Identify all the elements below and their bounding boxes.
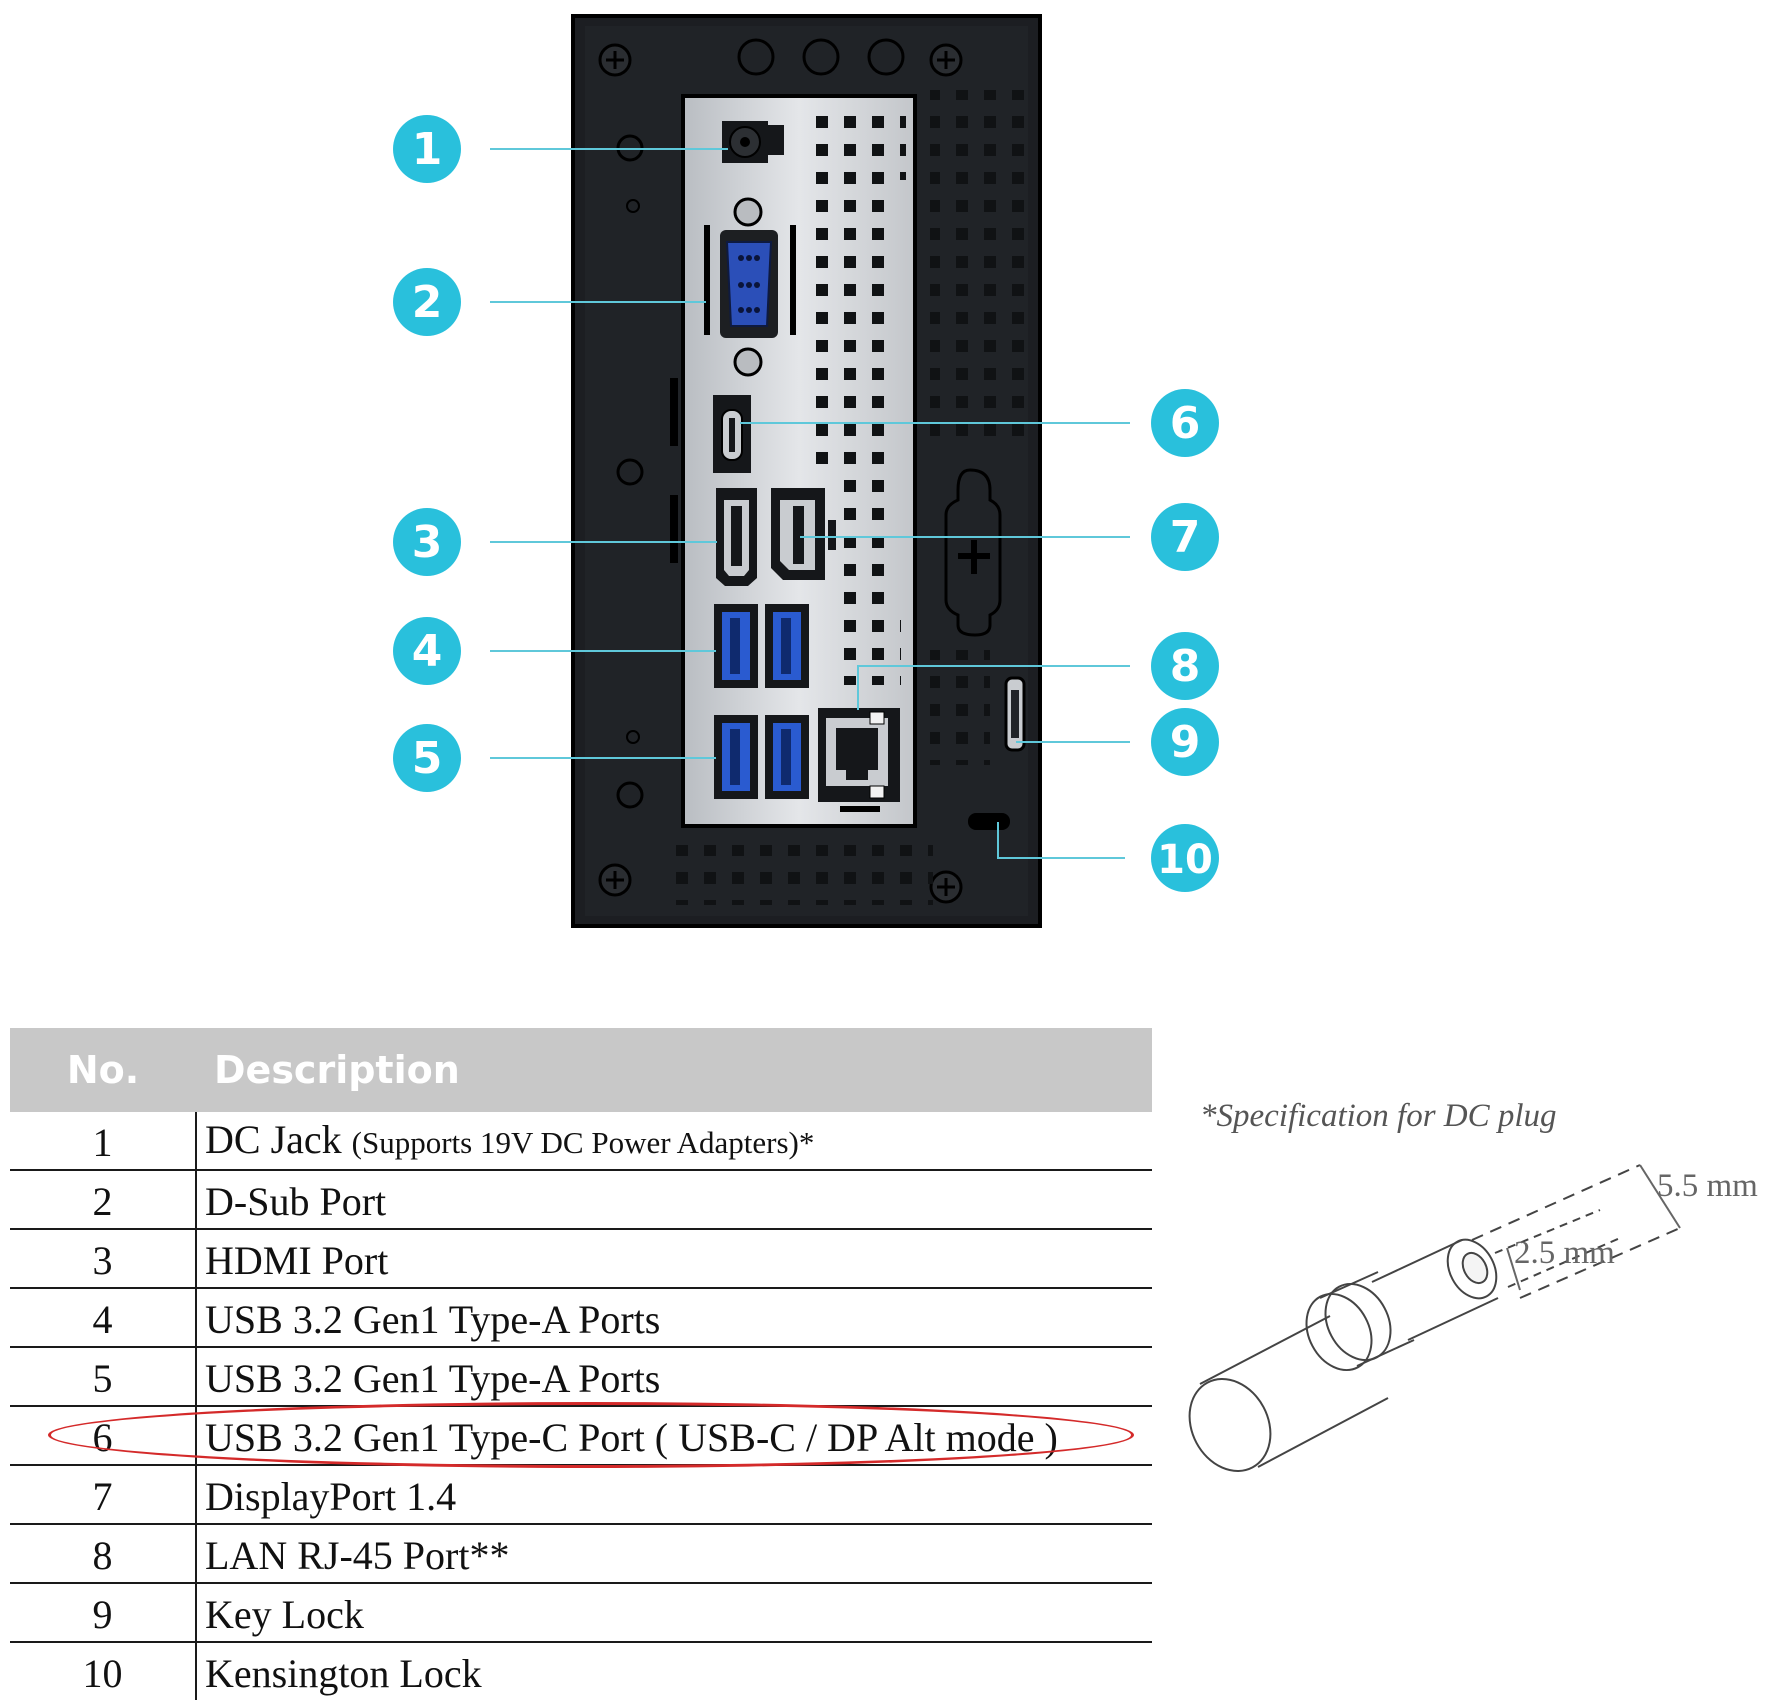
column-header-no: No.	[10, 1028, 196, 1112]
usb-c-port	[713, 395, 751, 473]
hdmi-port	[716, 488, 757, 586]
row-description: USB 3.2 Gen1 Type-C Port ( USB-C / DP Al…	[196, 1406, 1152, 1466]
row-description: HDMI Port	[196, 1229, 1152, 1289]
callout-1-label: 1	[412, 124, 443, 175]
row-description: Key Lock	[196, 1583, 1152, 1643]
dc-plug-caption: *Specification for DC plug	[1200, 1098, 1557, 1134]
key-lock	[1004, 676, 1026, 752]
row-description: DC Jack (Supports 19V DC Power Adapters)…	[196, 1112, 1152, 1171]
callout-3: 3	[393, 508, 461, 576]
table-row-highlighted: 6 USB 3.2 Gen1 Type-C Port ( USB-C / DP …	[10, 1406, 1152, 1466]
callout-10: 10	[1151, 824, 1219, 892]
row-description: D-Sub Port	[196, 1170, 1152, 1230]
screw-icon	[929, 870, 963, 904]
row-description: DisplayPort 1.4	[196, 1465, 1152, 1525]
callout-10-label: 10	[1157, 837, 1213, 883]
callout-6: 6	[1151, 389, 1219, 457]
row-description: LAN RJ-45 Port**	[196, 1524, 1152, 1584]
usb-a-ports-lower	[714, 715, 809, 799]
callout-8: 8	[1151, 632, 1219, 700]
table-row: 2 D-Sub Port	[10, 1170, 1152, 1230]
table-header-row: No. Description	[10, 1028, 1152, 1112]
io-shield	[681, 94, 917, 828]
table-row: 10 Kensington Lock	[10, 1642, 1152, 1700]
usb-a-ports-upper	[714, 604, 809, 688]
row-description: USB 3.2 Gen1 Type-A Ports	[196, 1288, 1152, 1348]
column-header-description: Description	[196, 1028, 1152, 1112]
row-number: 5	[10, 1347, 197, 1407]
row-number: 3	[10, 1229, 197, 1289]
displayport	[771, 488, 836, 580]
table-row: 7 DisplayPort 1.4	[10, 1465, 1152, 1525]
callout-7-label: 7	[1170, 512, 1201, 563]
callout-6-label: 6	[1170, 398, 1201, 449]
callout-7: 7	[1151, 503, 1219, 571]
callout-1: 1	[393, 115, 461, 183]
dc-plug-drawing	[1188, 1164, 1681, 1472]
table-row: 3 HDMI Port	[10, 1229, 1152, 1289]
d-sub-port	[704, 197, 796, 377]
screw-icon	[598, 863, 632, 897]
callout-5: 5	[393, 724, 461, 792]
callout-lines	[490, 148, 1130, 859]
dc-jack	[722, 121, 784, 163]
port-description-table: No. Description 1 DC Jack (Supports 19V …	[10, 1028, 1152, 1700]
row-number: 1	[10, 1112, 197, 1171]
row-description-note: (Supports 19V DC Power Adapters)*	[351, 1125, 815, 1160]
dc-plug-inner-diameter: 2.5 mm	[1514, 1235, 1615, 1271]
row-description: USB 3.2 Gen1 Type-A Ports	[196, 1347, 1152, 1407]
row-number: 8	[10, 1524, 197, 1584]
lan-rj45-port	[818, 708, 900, 812]
table-row: 1 DC Jack (Supports 19V DC Power Adapter…	[10, 1112, 1152, 1171]
table-row: 4 USB 3.2 Gen1 Type-A Ports	[10, 1288, 1152, 1348]
row-description: Kensington Lock	[205, 1651, 482, 1696]
callout-4: 4	[393, 617, 461, 685]
row-number: 7	[10, 1465, 197, 1525]
callout-9: 9	[1151, 708, 1219, 776]
screw-icon	[929, 43, 963, 77]
row-number: 10	[10, 1642, 197, 1700]
table-row: 9 Key Lock	[10, 1583, 1152, 1643]
callout-badges: 1 2 3 4 5 6 7 8	[393, 115, 1219, 892]
kensington-slot	[968, 813, 1010, 830]
callout-8-label: 8	[1170, 641, 1201, 692]
row-number: 2	[10, 1170, 197, 1230]
row-number: 4	[10, 1288, 197, 1348]
dc-plug-outer-diameter: 5.5 mm	[1657, 1168, 1758, 1204]
screw-icon	[598, 43, 632, 77]
callout-9-label: 9	[1170, 717, 1201, 768]
table-row: 8 LAN RJ-45 Port**	[10, 1524, 1152, 1584]
callout-5-label: 5	[412, 733, 443, 784]
callout-4-label: 4	[412, 626, 443, 677]
row-number: 9	[10, 1583, 197, 1643]
table-row: 5 USB 3.2 Gen1 Type-A Ports	[10, 1347, 1152, 1407]
callout-3-label: 3	[412, 517, 443, 568]
callout-2-label: 2	[412, 277, 443, 328]
callout-2: 2	[393, 268, 461, 336]
row-description-text: DC Jack	[205, 1117, 342, 1162]
row-number: 6	[10, 1406, 197, 1466]
